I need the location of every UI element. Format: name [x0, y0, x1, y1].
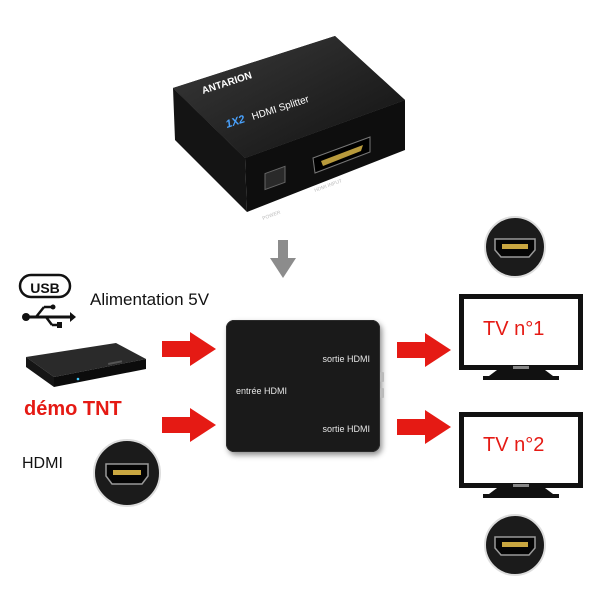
red-arrow-icon: [162, 408, 216, 442]
product-model-badge: 1X2: [224, 113, 246, 130]
usb-icon: [18, 273, 76, 328]
splitter-side-jack: [380, 388, 384, 398]
input-label: entrée HDMI: [236, 386, 288, 396]
hdmi-splitter-product-image: ANTARION 1X2 HDMI Splitter POWER HDMI IN…: [173, 36, 405, 222]
tv-2-label: TV n°2: [483, 434, 545, 456]
output-2-label: sortie HDMI: [322, 424, 370, 434]
power-port: [264, 165, 286, 191]
tv-1-label: TV n°1: [483, 318, 545, 340]
red-arrow-icon: [397, 410, 451, 444]
usb-label: USB: [30, 280, 60, 296]
hdmi-cable-label: HDMI: [22, 455, 63, 472]
hdmi-port-icon: [484, 216, 546, 278]
power-port-label: POWER: [262, 210, 282, 222]
source-device-label: démo TNT: [24, 398, 122, 420]
splitter-device: sortie HDMI entrée HDMI sortie HDMI: [226, 320, 384, 452]
tnt-receiver-image: [26, 343, 146, 387]
output-1-label: sortie HDMI: [322, 354, 370, 364]
power-supply-label: Alimentation 5V: [90, 290, 210, 309]
splitter-side-jack: [380, 372, 384, 382]
tv-1-icon: [459, 294, 583, 380]
tv-2-icon: [459, 412, 583, 498]
hdmi-port-icon: [93, 439, 161, 507]
red-arrow-icon: [397, 333, 451, 367]
hdmi-port-icon: [484, 514, 546, 576]
down-arrow-icon: [270, 240, 296, 278]
red-arrow-icon: [162, 332, 216, 366]
